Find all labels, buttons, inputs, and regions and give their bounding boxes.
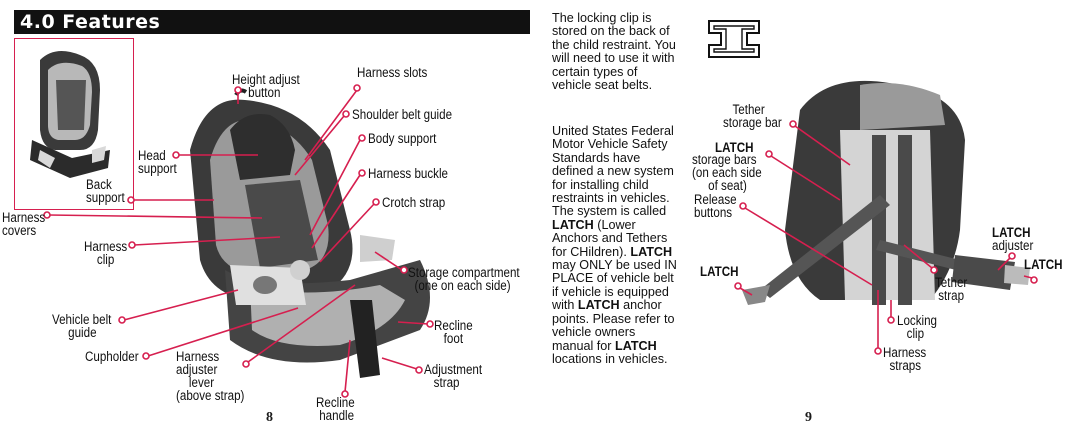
inset-seat-illustration xyxy=(30,51,110,178)
latch-emphasis: LATCH xyxy=(630,244,673,259)
label-back-support: Back support xyxy=(86,177,125,205)
seat-back-illustration xyxy=(742,80,1030,305)
label-tether-strap: Tether strap xyxy=(935,275,968,303)
latch-paragraph: United States Federal Motor Vehicle Safe… xyxy=(552,124,677,366)
section-title: 4.0 Features xyxy=(20,11,161,33)
label-latch-adjuster: adjuster xyxy=(992,238,1034,253)
locking-clip-icon xyxy=(708,20,760,58)
label-harness-covers: Harness covers xyxy=(2,210,46,238)
label-head-support: Head support xyxy=(138,148,177,176)
label-recline-handle: Recline handle xyxy=(316,395,355,423)
label-tether-storage-bar: Tether storage bar xyxy=(723,102,782,130)
section-header: 4.0 Features xyxy=(14,10,530,34)
label-latch-storage-bars: storage bars (on each side of seat) xyxy=(692,152,762,193)
label-harness-clip: Harness clip xyxy=(84,239,128,267)
page-number-left: 8 xyxy=(266,410,273,425)
label-latch-left: LATCH xyxy=(700,264,739,279)
label-body-support: Body support xyxy=(368,131,437,146)
label-latch-heading: LATCH xyxy=(715,140,754,155)
label-crotch-strap: Crotch strap xyxy=(382,195,446,210)
label-latch-right: LATCH xyxy=(1024,257,1063,272)
label-height-adjust-button: Height adjust button xyxy=(232,72,300,100)
label-shoulder-belt-guide: Shoulder belt guide xyxy=(352,107,453,122)
label-harness-buckle: Harness buckle xyxy=(368,166,449,181)
label-vehicle-belt-guide: Vehicle belt guide xyxy=(52,312,112,340)
label-adjustment-strap: Adjustment strap xyxy=(424,362,483,390)
label-recline-foot: Recline foot xyxy=(434,318,473,346)
locking-clip-paragraph: The locking clip is stored on the back o… xyxy=(552,11,676,93)
page-number-right: 9 xyxy=(805,410,812,425)
latch-emphasis: LATCH xyxy=(552,217,594,232)
label-storage-compartment: Storage compartment (one on each side) xyxy=(408,265,520,293)
label-harness-straps: Harness straps xyxy=(883,345,927,373)
label-cupholder: Cupholder xyxy=(85,349,139,364)
inset-frame xyxy=(14,38,134,210)
label-locking-clip: Locking clip xyxy=(897,313,938,341)
label-harness-slots: Harness slots xyxy=(357,65,428,80)
label-latch-adjuster-bold: LATCH xyxy=(992,225,1031,240)
leader-lines xyxy=(43,84,1038,398)
main-seat-illustration xyxy=(190,88,430,378)
label-release-buttons: Release buttons xyxy=(694,192,737,220)
label-harness-adjuster-lever: Harness adjuster lever (above strap) xyxy=(176,349,245,403)
latch-emphasis: LATCH xyxy=(615,338,657,353)
latch-emphasis: LATCH xyxy=(577,298,620,313)
